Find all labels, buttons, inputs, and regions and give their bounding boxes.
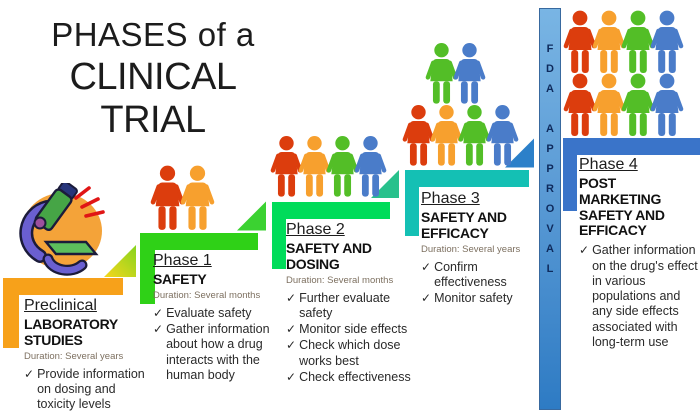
check-icon: ✓ bbox=[421, 259, 432, 274]
bullet-item: ✓ Monitor safety bbox=[421, 291, 535, 306]
check-icon: ✓ bbox=[286, 338, 297, 353]
fda-approval-label: FDA APPROVAL bbox=[544, 43, 556, 283]
phase-4-people-group-top bbox=[563, 10, 684, 79]
phase-title: SAFETY AND DOSING bbox=[286, 240, 372, 272]
phase-block-phase-4: Phase 4 POST MARKETING SAFETY AND EFFICA… bbox=[579, 156, 700, 351]
phase-block-phase-3: Phase 3 SAFETY AND EFFICACY Duration: Se… bbox=[421, 190, 535, 307]
check-icon: ✓ bbox=[421, 291, 432, 306]
bullet-text: Provide information on dosing and toxici… bbox=[37, 366, 145, 412]
check-icon: ✓ bbox=[286, 369, 297, 384]
bullet-text: Check effectiveness bbox=[299, 369, 411, 384]
bullet-text: Further evaluate safety bbox=[299, 290, 391, 320]
person-icon bbox=[180, 164, 215, 237]
bullet-item: ✓ Gather information on the drug's effec… bbox=[579, 243, 700, 350]
bullet-text: Monitor safety bbox=[434, 291, 513, 306]
phase-duration: Duration: Several years bbox=[421, 243, 521, 255]
phase-duration: Duration: Several months bbox=[286, 274, 394, 286]
step-bracket-phase-2 bbox=[272, 202, 390, 269]
phase-bullets: ✓ Evaluate safety ✓ Gather information a… bbox=[153, 306, 279, 383]
person-icon bbox=[650, 10, 684, 79]
person-icon bbox=[354, 133, 387, 205]
bullet-text: Evaluate safety bbox=[166, 305, 252, 320]
phase-name: Phase 3 bbox=[421, 190, 480, 207]
phase-block-phase-1: Phase 1 SAFETY Duration: Several months … bbox=[153, 252, 279, 384]
step-bracket-phase-4 bbox=[563, 138, 700, 211]
bullet-text: Gather information on the drug's effect … bbox=[592, 243, 698, 349]
check-icon: ✓ bbox=[153, 305, 164, 320]
bullet-text: Confirm effectiveness bbox=[434, 259, 507, 289]
phase-3-people-group-bottom bbox=[402, 102, 519, 174]
bullet-item: ✓ Check which dose works best bbox=[286, 338, 412, 369]
phase-name: Phase 2 bbox=[286, 221, 345, 238]
bullet-item: ✓ Check effectiveness bbox=[286, 370, 412, 385]
phase-4-people-group-bottom bbox=[563, 73, 684, 142]
phase-2-people-group bbox=[270, 133, 387, 205]
phase-block-preclinical: Preclinical LABORATORY STUDIES Duration:… bbox=[24, 297, 148, 413]
person-icon bbox=[650, 73, 684, 142]
check-icon: ✓ bbox=[579, 243, 590, 258]
bullet-text: Monitor side effects bbox=[299, 322, 408, 337]
bullet-item: ✓ Confirm effectiveness bbox=[421, 260, 535, 291]
step-bracket-phase-3 bbox=[405, 170, 529, 236]
phase-bullets: ✓ Provide information on dosing and toxi… bbox=[24, 367, 148, 413]
phase-title: LABORATORY STUDIES bbox=[24, 316, 118, 348]
phase-duration: Duration: Several months bbox=[153, 289, 261, 301]
title-line-2: CLINICAL TRIAL bbox=[69, 56, 237, 141]
check-icon: ✓ bbox=[286, 322, 297, 337]
phase-block-phase-2: Phase 2 SAFETY AND DOSING Duration: Seve… bbox=[286, 221, 412, 386]
person-icon bbox=[486, 102, 519, 174]
check-icon: ✓ bbox=[24, 366, 35, 381]
check-icon: ✓ bbox=[286, 290, 297, 305]
bullet-item: ✓ Evaluate safety bbox=[153, 306, 279, 321]
phase-title: SAFETY bbox=[153, 271, 207, 287]
phase-title: SAFETY AND EFFICACY bbox=[421, 209, 507, 241]
step-up-triangle-icon bbox=[103, 245, 137, 282]
fda-approval-bar: FDA APPROVAL bbox=[539, 8, 561, 410]
step-up-triangle-icon bbox=[237, 201, 266, 236]
phase-duration: Duration: Several years bbox=[24, 350, 124, 362]
phase-bullets: ✓ Confirm effectiveness ✓ Monitor safety bbox=[421, 260, 535, 307]
title-line-1: PHASES of a bbox=[51, 16, 255, 53]
phase-title: POST MARKETING SAFETY AND EFFICACY bbox=[579, 175, 665, 239]
bullet-item: ✓ Further evaluate safety bbox=[286, 291, 412, 322]
bullet-item: ✓ Monitor side effects bbox=[286, 322, 412, 337]
bullet-item: ✓ Gather information about how a drug in… bbox=[153, 322, 279, 383]
phase-name: Phase 4 bbox=[579, 156, 638, 173]
bullet-item: ✓ Provide information on dosing and toxi… bbox=[24, 367, 148, 413]
step-bracket-phase-1 bbox=[140, 233, 258, 304]
phase-name: Preclinical bbox=[24, 297, 97, 314]
bullet-text: Check which dose works best bbox=[299, 338, 401, 368]
check-icon: ✓ bbox=[153, 322, 164, 337]
microscope-icon bbox=[10, 180, 108, 284]
phase-bullets: ✓ Gather information on the drug's effec… bbox=[579, 243, 700, 350]
phase-1-people-group bbox=[150, 164, 215, 237]
step-up-triangle-icon bbox=[505, 138, 534, 173]
page-title: PHASES of a CLINICAL TRIAL bbox=[22, 16, 284, 142]
phase-name: Phase 1 bbox=[153, 252, 212, 269]
step-bracket-preclinical bbox=[3, 278, 123, 348]
phase-bullets: ✓ Further evaluate safety ✓ Monitor side… bbox=[286, 291, 412, 386]
bullet-text: Gather information about how a drug inte… bbox=[166, 322, 270, 382]
